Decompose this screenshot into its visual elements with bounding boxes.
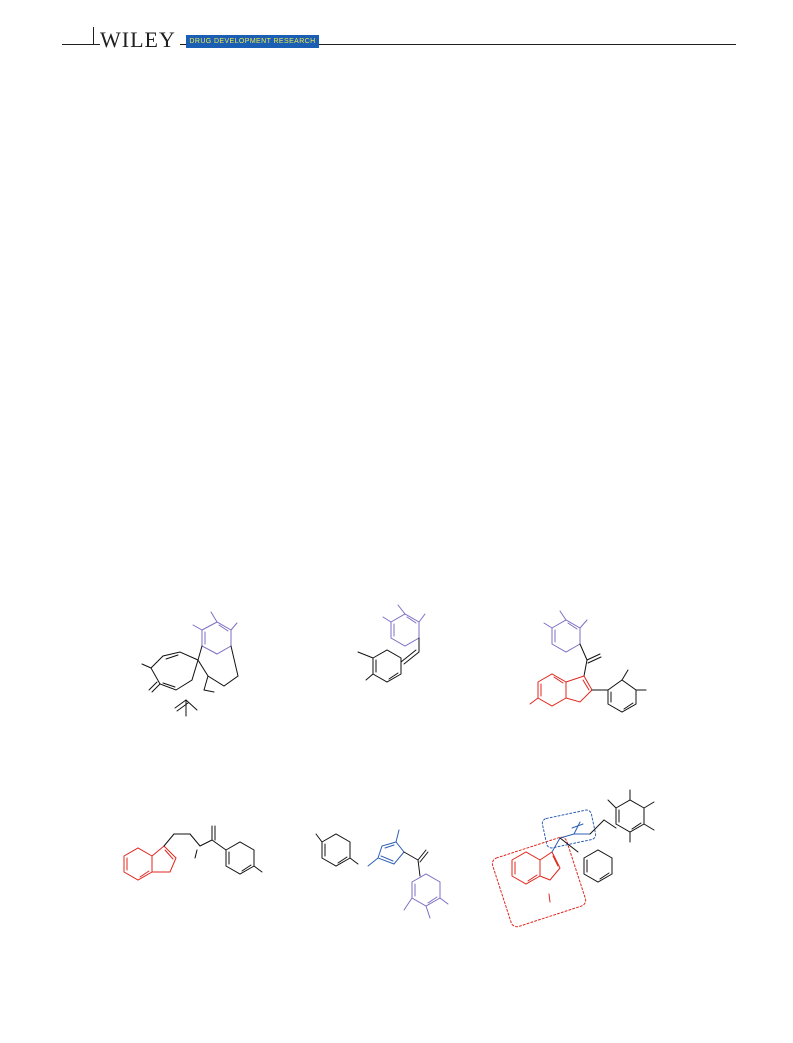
structure-6-indole — [511, 851, 561, 903]
structure-6-indole-box — [491, 836, 587, 928]
structure-5 — [315, 829, 449, 919]
structure-2-core — [357, 637, 420, 683]
structure-4 — [123, 825, 263, 881]
structure-1 — [141, 611, 239, 717]
structure-6-linker-box — [541, 809, 597, 849]
structure-3-benzofuran — [529, 673, 593, 707]
publisher-logo: WILEY — [100, 27, 180, 53]
structure-3 — [529, 610, 647, 713]
structure-2 — [357, 604, 426, 683]
structure-6-aryls — [559, 789, 655, 883]
structure-6-linker — [551, 821, 591, 853]
structure-1-trimethoxy-ring — [192, 611, 238, 655]
structure-4-chain — [163, 825, 263, 875]
structure-5-pyrazole — [367, 829, 405, 867]
structure-3-carbonyl — [579, 643, 602, 677]
structure-3-aryl — [591, 669, 647, 713]
structure-5-carbonyl — [403, 849, 429, 877]
structure-4-indole — [123, 845, 177, 881]
structure-5-aryl — [315, 833, 359, 867]
structure-1-core — [141, 645, 239, 717]
structure-6 — [491, 789, 655, 928]
page-number-tick — [93, 27, 94, 45]
header-rule — [62, 44, 736, 45]
structure-5-trimethoxy-ring — [403, 873, 449, 919]
journal-title-badge: DRUG DEVELOPMENT RESEARCH — [186, 35, 319, 48]
